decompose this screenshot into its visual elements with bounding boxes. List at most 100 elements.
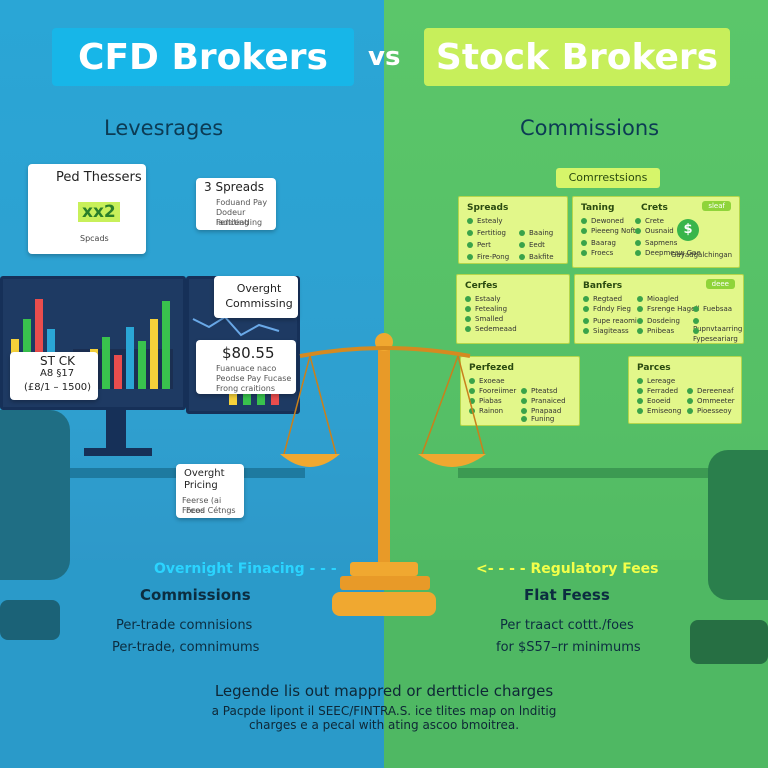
panel-item: Gayadgalchingan [671, 251, 733, 259]
panel-item: Fuebsaa [693, 305, 732, 313]
left-chair-base [0, 600, 60, 640]
panel-item: Siagiteass [583, 327, 629, 335]
panel-item: Crete [635, 217, 664, 225]
panel-cerfes: Cerfes Estaaly Fetealing Smalled Sedemea… [456, 274, 570, 344]
bottom-line: a Pacpde lipont il SEEC/FINTRA.S. ice tl… [211, 704, 557, 718]
panel-item: Eooeid [637, 397, 671, 405]
panel-item: Sapmens [635, 239, 677, 247]
panel-item: Deepmeaw Gae [635, 249, 701, 257]
panel-item: Dereeneaf [687, 387, 734, 395]
panel-item: Fooreiimer [469, 387, 516, 395]
overnight-financing-label: Overnight Finacing - - - [154, 561, 337, 577]
dollar-icon: $ [677, 219, 699, 241]
panel-item: Regtaed [583, 295, 622, 303]
regulatory-fees-label: <- - - - Regulatory Fees [476, 561, 659, 577]
right-subtitle: Commissions [520, 116, 660, 140]
overnight-commission-card: Overght Commissing [214, 276, 298, 318]
stock-quote-card: ST CK A8 §17 (£8/1 – 1500) [10, 352, 98, 400]
panel-badge: deee [705, 279, 735, 289]
panel-item: Dewoned [581, 217, 624, 225]
panel-item: Ommeeter [687, 397, 735, 405]
panel-title: Perfezed [469, 363, 514, 373]
panel-item: Fdndy Fieg [583, 305, 631, 313]
monitor-stand [106, 408, 126, 452]
panel-title: Taning [581, 203, 615, 213]
left-floor [0, 560, 384, 768]
balance-scale-icon [280, 333, 486, 616]
panel-title: Banfers [583, 281, 623, 291]
left-subtitle: Levesrages [104, 116, 224, 140]
panel-spreads: Spreads Estealy Fertitiog Pert Fire-Pong… [458, 196, 568, 264]
panel-item: Funing [521, 415, 554, 423]
price-card-line: Fuanuace naco [216, 364, 277, 373]
panel-item: Fire-Pong [467, 253, 509, 261]
bottom-line: charges e a pecal with ating ascoo bmoit… [248, 718, 520, 732]
left-line: Per-trade, comnimums [112, 640, 260, 655]
panel-item: Mioagled [637, 295, 679, 303]
stock-quote-line: ST CK [40, 354, 76, 368]
right-section-title: Flat Feess [524, 586, 610, 604]
panel-item: Sedemeaad [465, 325, 517, 333]
overnight-commission-title: Overght Commissing [225, 282, 293, 310]
panel-item: Fetealing [465, 305, 507, 313]
panel-item: Eedt [519, 241, 545, 249]
left-desk [0, 468, 305, 478]
panel-item: Fertitiog [467, 229, 506, 237]
vs-label: vs [368, 42, 401, 72]
panel-title: Spreads [467, 203, 509, 213]
overnight-pricing-title: Overght Pricing [184, 468, 225, 491]
panel-parces: Parces Lereage Ferraded Eooeid Emiseong … [628, 356, 742, 424]
spreads-card-line: Dodeur ladtiting [216, 208, 250, 227]
panel-item: Baaing [519, 229, 553, 237]
panel-item: Emiseong [637, 407, 681, 415]
right-floor [384, 560, 768, 768]
right-line: Per traact cottt./foes [500, 618, 634, 633]
panel-item: Smalled [465, 315, 503, 323]
panel-item: Bakfite [519, 253, 554, 261]
panel-item: Pioesseoy [687, 407, 732, 415]
leverage-card-title: Ped Thessers [56, 170, 142, 185]
panel-item: Ferraded [637, 387, 678, 395]
panel-perfezed: Perfezed Exoeae Fooreiimer Piabas Rainon… [460, 356, 580, 426]
panel-item: Dosdeing [637, 317, 680, 325]
left-line: Per-trade comnisions [116, 618, 253, 633]
left-section-title: Commissions [140, 586, 251, 604]
leverage-card: Ped Thessers xx2 Spcads [28, 164, 146, 254]
overnight-pricing-card: Overght Pricing Feerse (ai Focos Feed Cé… [176, 464, 244, 518]
panel-item: Piabas [469, 397, 502, 405]
panel-item: Froecs [581, 249, 613, 257]
panel-taning: Taning Crets sleaf $ Dewoned Pieeeng Nof… [572, 196, 740, 268]
left-chair [0, 410, 70, 580]
spreads-card: 3 Spreads Foduand Pay Dodeur ladtiting F… [196, 178, 276, 230]
stock-quote-line: A8 §17 [40, 368, 75, 379]
right-chair [708, 450, 768, 600]
spreads-card-line: Fenceatling [216, 218, 263, 227]
right-line: for $S57–rr minimums [496, 640, 641, 655]
panel-item: Pranaiced [521, 397, 566, 405]
panel-banfers: Banfers deee Regtaed Fdndy Fieg Pupe rea… [574, 274, 744, 344]
price-card-line: Peodse Pay Fucase [216, 374, 292, 383]
bottom-legend: Legende lis out mappred or dertticle cha… [214, 682, 554, 700]
panel-item: Pupnvtaarring [693, 317, 743, 333]
price-card-title: $80.55 [222, 344, 275, 362]
right-chair-base [690, 620, 768, 664]
panel-item: Estaaly [465, 295, 500, 303]
stock-quote-line: (£8/1 – 1500) [24, 382, 92, 393]
spreads-card-line: Foduand Pay [216, 198, 268, 207]
leverage-card-footer: Spcads [80, 234, 109, 243]
overnight-pricing-line: Feerse (ai Focos [182, 496, 222, 515]
panel-item: Pteatsd [521, 387, 557, 395]
panel-title-2: Crets [641, 203, 668, 213]
panel-item: Exoeae [469, 377, 505, 385]
panel-item: Pnibeas [637, 327, 674, 335]
panel-badge: sleaf [702, 201, 731, 211]
panel-item: Lereage [637, 377, 675, 385]
panel-item: Pieeeng Noft [581, 227, 636, 235]
spreads-card-title: 3 Spreads [204, 180, 264, 194]
panel-item: Fypeseariarg [693, 327, 743, 343]
monitor-foot [84, 448, 152, 456]
commissions-tag: Comrrestsions [556, 168, 660, 188]
stock-brokers-title: Stock Brokers [424, 28, 730, 86]
panel-item: Pnapaad [521, 407, 561, 415]
panel-item: Pert [467, 241, 491, 249]
